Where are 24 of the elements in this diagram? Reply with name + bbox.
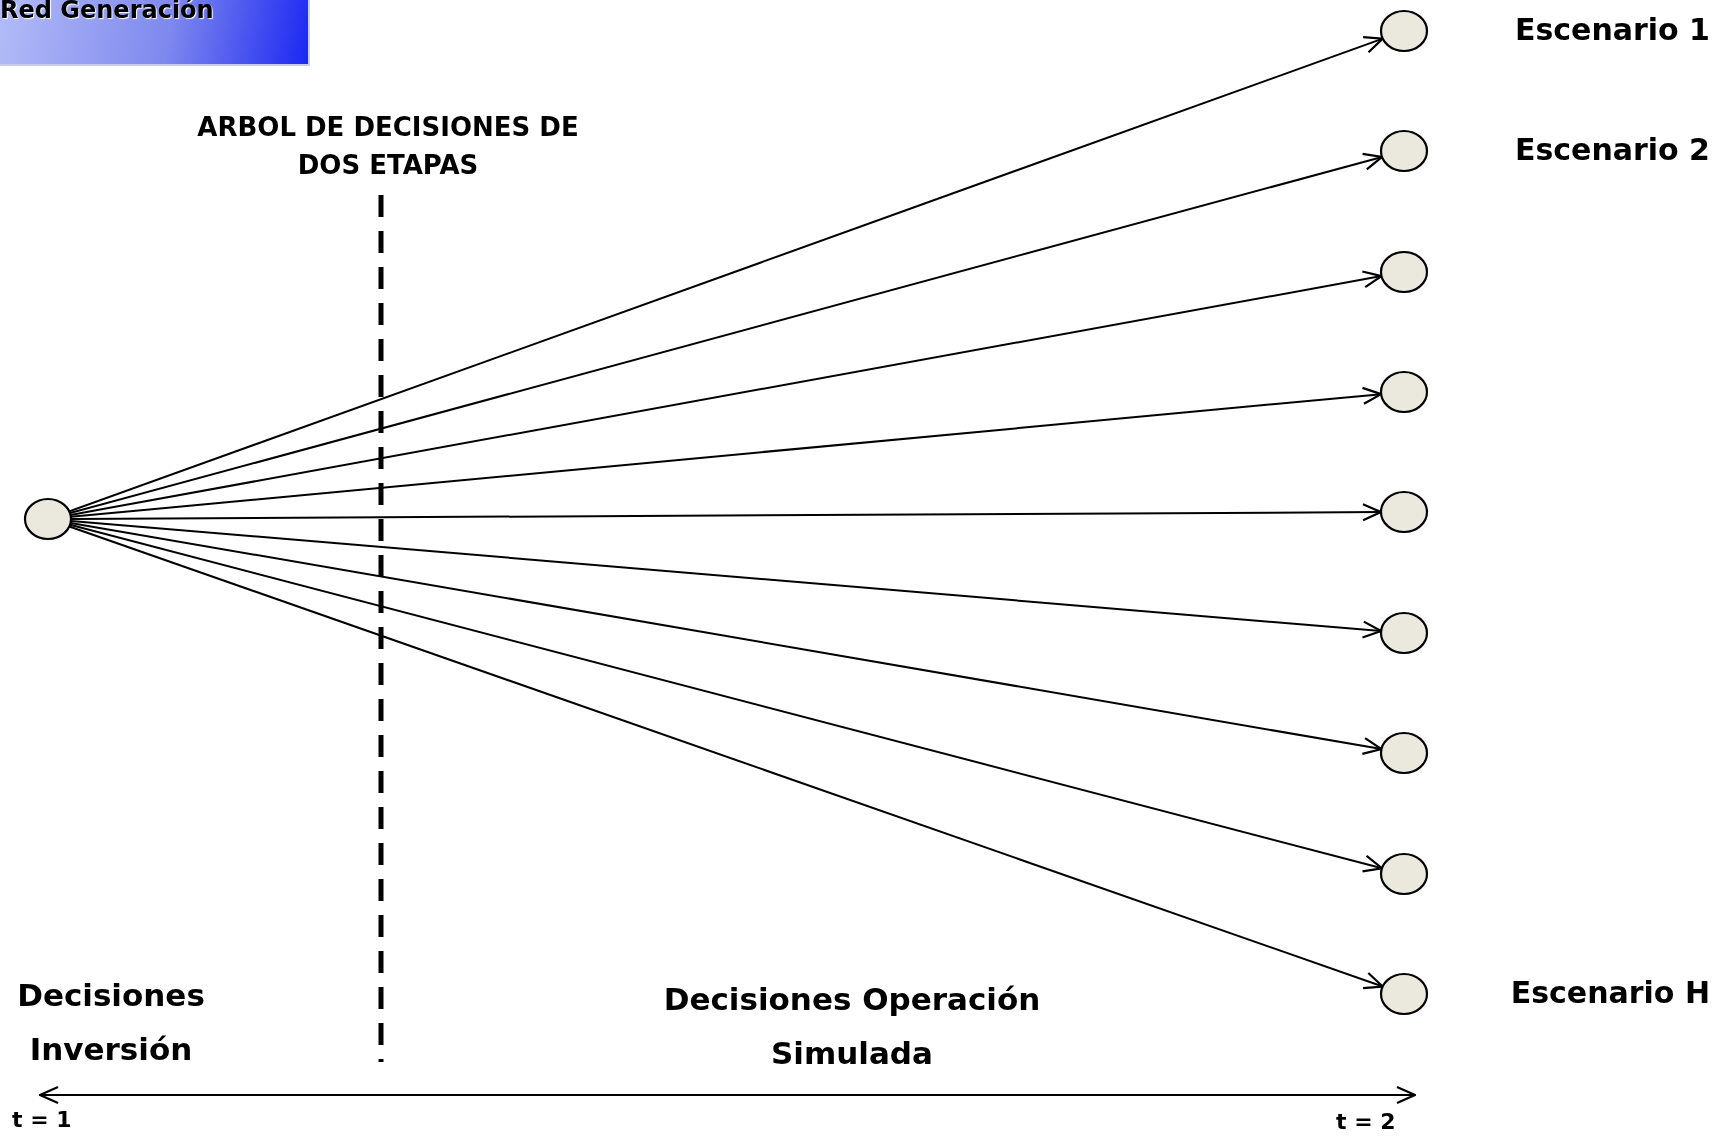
scenario-label: Escenario H [1510,975,1710,1010]
stage-label: Decisiones Operación Simulada [662,980,1042,1073]
arrow [69,521,1383,756]
scenario-node [1379,490,1429,534]
scenario-node [1379,972,1429,1016]
arrow [68,525,1384,990]
scenario-node [1379,370,1429,414]
arrow [69,270,1383,516]
diagram-title: ARBOL DE DECISIONES DE DOS ETAPAS [196,111,580,182]
scenario-node [1379,250,1429,294]
scenario-node [23,497,73,541]
arrow [69,523,1384,873]
scenario-node [1379,129,1429,173]
title-banner [0,0,310,66]
scenario-node [1379,9,1429,53]
scenario-node [1379,852,1429,896]
arrow [68,36,1384,513]
time-label: t = 2 [1336,1109,1397,1135]
time-label: t = 1 [12,1107,73,1133]
scenario-label: Escenario 2 [1514,132,1710,167]
scenario-node [1379,611,1429,655]
scenario-node [1379,731,1429,775]
scenario-label: Escenario 1 [1514,12,1710,47]
stage-label: Decisiones Inversión [16,976,206,1069]
